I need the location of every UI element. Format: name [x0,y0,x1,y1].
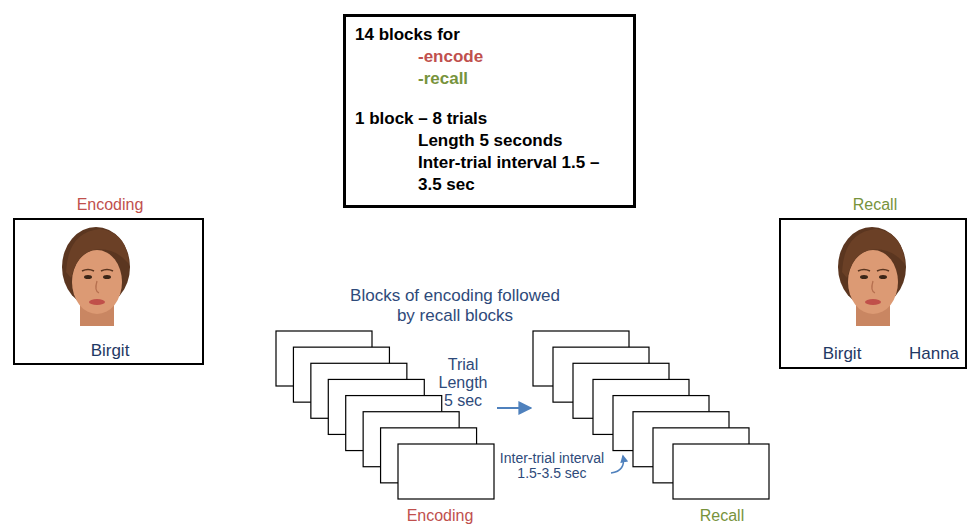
info-item: Inter-trial interval 1.5 – 3.5 sec [418,152,613,196]
edge-label: Trial Length 5 sec [432,356,494,410]
stimulus-box: RecallBirgitHanna [779,218,967,369]
trial-card [398,444,494,499]
info-item: -encode [418,46,624,68]
eye [84,275,92,279]
annotation: Blocks of encoding followed by recall bl… [344,286,566,326]
stack-label: Recall [700,506,744,526]
face-photo [838,227,906,326]
eye [103,275,111,279]
info-box: 14 blocks for-encode-recall 1 block – 8 t… [343,14,636,208]
trial-card [673,444,769,499]
face-photo [62,227,130,326]
panel-heading: Encoding [77,195,144,215]
stack-label: Encoding [407,506,474,526]
name-label: Birgit [91,341,130,361]
hair-fringe [66,229,129,278]
name-label: Birgit [823,344,862,364]
stimulus-box: EncodingBirgit [13,218,204,365]
nose [96,281,99,293]
card-stack: Encoding [275,330,495,500]
interval-arrow [611,456,624,473]
panel-heading: Recall [853,195,897,215]
eyebrow [82,270,94,272]
annotation: Inter-trial interval 1.5-3.5 sec [496,451,608,481]
name-label: Hanna [909,344,959,364]
info-item: -recall [418,68,624,90]
eyebrow [101,270,113,272]
info-item: Length 5 seconds [418,130,624,152]
info-heading: 1 block – 8 trials [355,108,624,130]
flow-arrow [497,407,531,409]
info-heading: 14 blocks for [355,24,624,46]
face-skin [72,250,122,314]
card-stack-drawing [275,330,495,500]
mouth [89,299,105,305]
